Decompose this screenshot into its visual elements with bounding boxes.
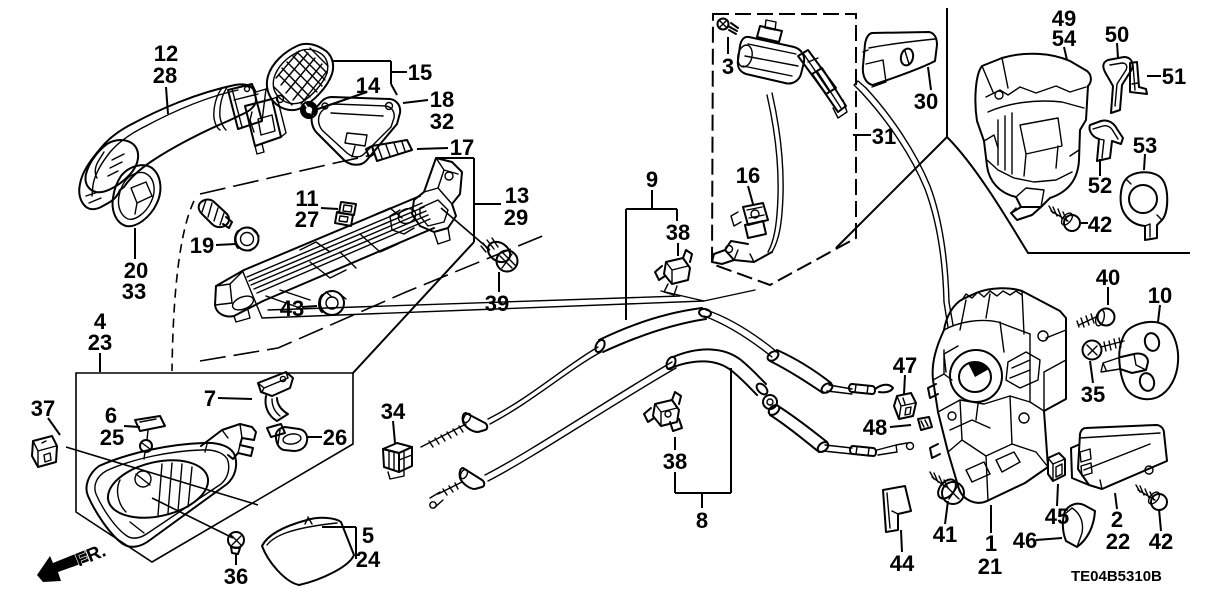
svg-text:32: 32	[430, 109, 454, 134]
svg-text:25: 25	[100, 425, 124, 450]
svg-text:5: 5	[362, 523, 374, 548]
svg-text:41: 41	[933, 522, 957, 547]
svg-text:4: 4	[94, 309, 107, 334]
svg-text:50: 50	[1105, 22, 1129, 47]
svg-text:20: 20	[124, 258, 148, 283]
svg-text:42: 42	[1149, 529, 1173, 554]
svg-text:10: 10	[1148, 283, 1172, 308]
svg-text:53: 53	[1133, 133, 1157, 158]
svg-text:11: 11	[295, 186, 318, 211]
svg-text:46: 46	[1013, 528, 1037, 553]
svg-text:7: 7	[204, 386, 216, 411]
svg-text:3: 3	[722, 54, 734, 79]
svg-text:38: 38	[663, 449, 687, 474]
svg-text:6: 6	[105, 403, 117, 428]
svg-text:14: 14	[356, 73, 381, 98]
svg-text:2: 2	[1111, 507, 1123, 532]
svg-text:17: 17	[450, 135, 474, 160]
svg-text:9: 9	[646, 167, 658, 192]
svg-text:18: 18	[430, 87, 454, 112]
svg-text:23: 23	[88, 330, 112, 355]
svg-text:19: 19	[190, 233, 214, 258]
svg-text:1: 1	[985, 531, 997, 556]
svg-text:51: 51	[1162, 64, 1186, 89]
svg-text:13: 13	[505, 183, 529, 208]
svg-text:34: 34	[381, 399, 406, 424]
svg-text:38: 38	[666, 220, 690, 245]
svg-text:28: 28	[153, 63, 177, 88]
svg-text:44: 44	[890, 551, 915, 576]
svg-text:36: 36	[224, 564, 248, 589]
svg-text:15: 15	[408, 60, 432, 85]
svg-text:29: 29	[504, 205, 528, 230]
svg-text:26: 26	[323, 425, 347, 450]
svg-text:27: 27	[295, 207, 319, 232]
svg-text:24: 24	[356, 547, 381, 572]
svg-text:8: 8	[696, 508, 708, 533]
svg-text:39: 39	[485, 291, 509, 316]
svg-text:30: 30	[914, 89, 938, 114]
svg-text:37: 37	[31, 396, 55, 421]
svg-text:12: 12	[154, 41, 178, 66]
svg-text:52: 52	[1088, 173, 1112, 198]
svg-text:21: 21	[978, 554, 1002, 579]
svg-text:42: 42	[1088, 212, 1112, 237]
svg-text:TE04B5310B: TE04B5310B	[1071, 568, 1162, 585]
svg-text:16: 16	[736, 163, 760, 188]
svg-text:45: 45	[1045, 504, 1069, 529]
svg-text:31: 31	[872, 124, 896, 149]
svg-text:40: 40	[1096, 265, 1120, 290]
svg-text:48: 48	[863, 415, 887, 440]
svg-text:49: 49	[1052, 6, 1076, 31]
svg-text:33: 33	[122, 279, 146, 304]
svg-text:22: 22	[1106, 529, 1130, 554]
svg-text:35: 35	[1081, 382, 1105, 407]
svg-text:47: 47	[893, 353, 917, 378]
svg-text:54: 54	[1052, 26, 1077, 51]
